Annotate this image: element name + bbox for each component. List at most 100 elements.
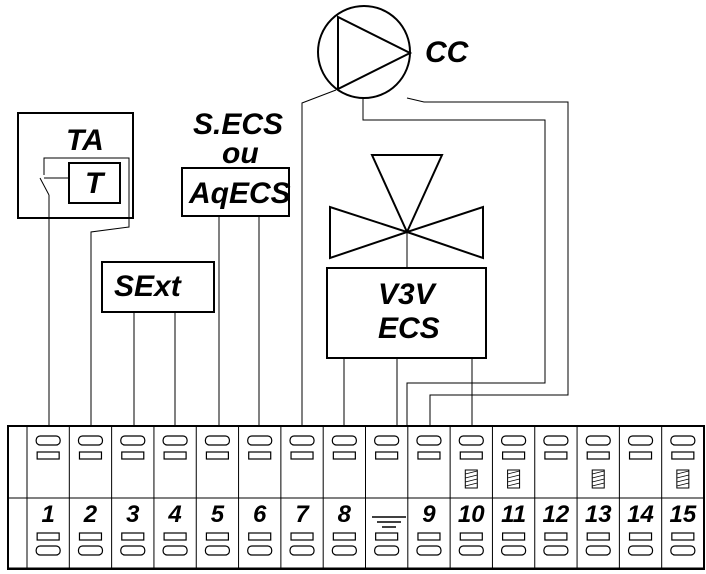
terminal-number: 3 [126,501,140,528]
screw-slot [501,532,526,541]
terminal-number: 8 [338,501,352,528]
terminal-number: 10 [458,501,485,528]
screw-slot [290,532,314,541]
screw-head [204,435,231,446]
screw-slot [501,451,526,460]
terminal-number: 5 [211,501,225,528]
screw-head [35,435,61,446]
screw-head [585,545,611,556]
screw-head [500,545,527,556]
screw-slot [628,532,653,541]
screw-head [374,545,400,556]
screw-slot [375,532,399,541]
screw-head [543,435,569,446]
screw-slot [78,532,103,541]
screw-slot [417,451,441,460]
screw-head [204,545,231,556]
terminal-5: 5 [195,426,231,569]
terminal-number: 12 [543,501,570,528]
screw-head [162,435,188,446]
screw-slot [36,532,60,541]
screw-head [331,435,357,446]
screw-slot [121,451,145,460]
screw-head [77,435,104,446]
dhw-sensor: S.ECS ou AqECS [181,108,291,430]
screw-slot [459,451,483,460]
valve-label-2: ECS [378,312,440,345]
dhw-sensor-box-label: AqECS [188,177,291,210]
screw-slot [248,451,272,460]
screw-slot [628,451,653,460]
screw-slot [290,451,314,460]
screw-slot [459,532,483,541]
screw-slot [586,532,610,541]
screw-slot [586,451,610,460]
screw-head [331,545,357,556]
screw-head [289,435,315,446]
valve-top-triangle-icon [370,154,444,235]
screw-head [120,435,146,446]
screw-slot [417,532,441,541]
terminal-6: 6 [238,426,273,569]
terminal-13: 13 [576,426,612,569]
terminal-number: 2 [83,501,98,528]
thermostat-switch-icon [39,177,50,196]
terminal-strip [7,425,705,570]
screw-head [374,435,400,446]
pump-triangle-icon [337,15,413,91]
screw-head [247,435,273,446]
screw-head [35,545,61,556]
terminal-number: 14 [627,501,654,528]
terminal-4: 4 [153,426,188,569]
thermostat-inner-label: T [85,167,106,200]
screw-head [162,545,188,556]
terminal-number: 4 [167,501,181,528]
terminal-10: 10 [449,426,485,569]
screw-slot [121,532,145,541]
screw-head [247,545,273,556]
terminal-number: 11 [501,501,526,528]
pump-wiring [301,89,569,430]
terminal-7: 7 [280,426,315,569]
screw-slot [163,451,187,460]
terminal-15: 15 [661,426,697,569]
terminal-12: 12 [534,426,570,569]
screw-head [289,545,315,556]
circulation-pump: CC [317,5,470,99]
screw-head [120,545,146,556]
screw-slot [332,532,356,541]
thermostat-wire-2 [43,157,130,430]
thermostat-inner-box [68,162,121,204]
terminal-ground [365,426,400,569]
screw-slot [36,451,60,460]
terminal-9: 9 [407,426,442,569]
terminal-2: 2 [68,426,104,569]
screw-head [77,545,104,556]
screw-head [458,545,484,556]
screw-head [585,435,611,446]
screw-slot [205,451,230,460]
screw-head [458,435,484,446]
dhw-sensor-label: S.ECS [193,108,283,141]
screw-slot [544,532,568,541]
screw-slot [332,451,356,460]
screw-slot [78,451,103,460]
screw-head [627,545,654,556]
thermostat-label: TA [66,124,104,157]
screw-head [500,435,527,446]
screw-head [670,435,696,446]
screw-head [670,545,696,556]
terminal-11: 11 [491,426,527,569]
screw-slot [248,532,272,541]
outdoor-sensor-box [101,261,215,313]
terminal-number: 7 [295,501,310,528]
valve-label-1: V3V [378,278,438,311]
terminal-1: 1 [35,435,61,556]
screw-head [416,435,442,446]
three-way-valve: V3V ECS [326,154,487,553]
terminal-number: 1 [41,501,54,528]
screw-slot [671,451,695,460]
terminal-number: 9 [422,501,436,528]
